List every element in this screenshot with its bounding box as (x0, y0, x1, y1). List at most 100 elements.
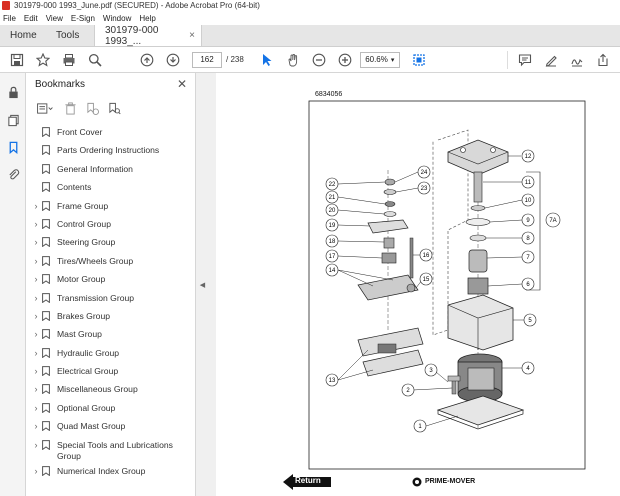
chevron-right-icon[interactable]: › (34, 292, 38, 303)
bookmark-item[interactable]: ›Numerical Index Group (26, 466, 196, 484)
find-button[interactable] (84, 49, 106, 71)
tab-tools[interactable]: Tools (56, 30, 80, 41)
bookmark-options-button[interactable] (34, 100, 56, 116)
add-bookmark-icon (86, 102, 99, 115)
chevron-right-icon[interactable]: › (34, 218, 38, 229)
chevron-right-icon[interactable]: › (34, 310, 38, 321)
save-button[interactable] (6, 49, 28, 71)
return-button[interactable] (283, 474, 331, 490)
chevron-right-icon[interactable]: › (34, 402, 38, 413)
chevron-right-icon[interactable]: › (34, 366, 38, 377)
tab-home[interactable]: Home (10, 30, 37, 41)
bookmarks-panel-button[interactable] (5, 139, 21, 155)
chevron-right-icon[interactable]: › (34, 421, 38, 432)
share-button[interactable] (592, 49, 614, 71)
page-thumbnails-button[interactable] (5, 112, 21, 128)
part-bushing-7 (468, 249, 488, 273)
part-washer-20 (383, 211, 397, 217)
panel-splitter[interactable]: ◀ (196, 73, 209, 496)
menu-help[interactable]: Help (139, 13, 156, 23)
bookmark-item[interactable]: ›Frame Group (26, 201, 196, 219)
page-up-button[interactable] (136, 49, 158, 71)
bookmark-icon (42, 182, 50, 193)
bookmark-item[interactable]: › Optional Group (26, 403, 196, 421)
page-up-icon (140, 53, 154, 66)
bookmark-label: Front Cover (57, 127, 103, 137)
callout-6: 6 (521, 277, 535, 291)
copy-pages-icon (7, 114, 19, 126)
bookmark-item[interactable]: Front Cover (26, 127, 196, 145)
zoom-in-button[interactable] (334, 49, 356, 71)
tab-document[interactable]: 301979-000 1993_... × (94, 25, 202, 47)
bookmark-item[interactable]: General Information (26, 164, 196, 182)
bookmark-item[interactable]: ›Motor Group (26, 274, 196, 292)
zoom-out-icon (312, 53, 326, 66)
hand-tool-button[interactable] (282, 49, 304, 71)
bookmarks-panel-tools (26, 95, 195, 121)
print-button[interactable] (58, 49, 80, 71)
bookmark-item[interactable]: ›Transmission Group (26, 293, 196, 311)
bookmark-item[interactable]: ›Brakes Group (26, 311, 196, 329)
menu-view[interactable]: View (45, 13, 63, 23)
chevron-right-icon[interactable]: › (34, 255, 38, 266)
find-bookmark-button[interactable] (106, 100, 122, 116)
bookmark-item[interactable]: ›Tires/Wheels Group (26, 256, 196, 274)
part-nut-3 (447, 375, 461, 382)
bookmark-icon (42, 402, 50, 414)
callout-5: 5 (523, 313, 537, 327)
zoom-out-button[interactable] (308, 49, 330, 71)
security-button[interactable] (5, 84, 21, 100)
chevron-right-icon[interactable]: › (34, 237, 38, 248)
zoom-level-select[interactable]: 60.6% ▾ (359, 51, 400, 68)
bookmark-item[interactable]: › Quad Mast Group (26, 421, 196, 439)
new-bookmark-button[interactable] (84, 100, 100, 116)
chevron-right-icon[interactable]: › (34, 465, 38, 476)
bookmark-item[interactable]: ›Special Tools and Lubrications Group (26, 440, 196, 466)
bookmark-item[interactable]: › Mast Group (26, 329, 196, 347)
chevron-right-icon[interactable]: › (34, 384, 38, 395)
bookmark-item[interactable]: ›Steering Group (26, 237, 196, 255)
bookmark-label: Mast Group (57, 329, 102, 340)
bookmark-star-button[interactable] (32, 49, 54, 71)
bookmark-label: Quad Mast Group (57, 421, 126, 432)
bookmark-item[interactable]: Contents (26, 182, 196, 200)
chevron-right-icon[interactable]: › (34, 439, 38, 450)
bookmark-item[interactable]: ›Control Group (26, 219, 196, 237)
close-icon[interactable]: ✕ (176, 77, 187, 91)
paperclip-icon (8, 168, 19, 179)
callout-7a: 7A (545, 212, 561, 228)
tab-bar: Home Tools 301979-000 1993_... × (0, 25, 620, 47)
bookmark-item[interactable]: ›Electrical Group (26, 366, 196, 384)
callout-10: 10 (521, 193, 535, 207)
delete-bookmark-button[interactable] (62, 100, 78, 116)
chevron-right-icon[interactable]: › (34, 274, 38, 285)
sign-button[interactable] (566, 49, 588, 71)
tab-close-icon[interactable]: × (189, 30, 195, 41)
attachments-button[interactable] (5, 166, 21, 182)
bookmark-icon (42, 274, 50, 285)
menu-window[interactable]: Window (102, 13, 132, 23)
page-down-button[interactable] (162, 49, 184, 71)
bookmark-label: Optional Group (57, 402, 116, 413)
chevron-right-icon[interactable]: › (34, 200, 38, 211)
part-housing-top (447, 139, 509, 176)
title-bar: 301979-000 1993_June.pdf (SECURED) - Ado… (0, 0, 620, 11)
print-icon (63, 53, 75, 66)
part-bracket-5 (447, 294, 514, 351)
bookmark-ribbon-icon (9, 141, 17, 154)
callout-15: 15 (419, 272, 433, 286)
bookmark-item[interactable]: ›Hydraulic Group (26, 348, 196, 366)
menu-file[interactable]: File (3, 13, 16, 23)
menu-edit[interactable]: Edit (23, 13, 38, 23)
comment-button[interactable] (514, 49, 536, 71)
bookmark-item[interactable]: ›Miscellaneous Group (26, 384, 196, 402)
select-tool-button[interactable] (256, 49, 278, 71)
menu-esign[interactable]: E-Sign (70, 13, 95, 23)
page-number-input[interactable]: 162 (192, 51, 222, 68)
bookmark-item[interactable]: Parts Ordering Instructions (26, 145, 196, 163)
highlight-pen-button[interactable] (540, 49, 562, 71)
chevron-right-icon[interactable]: › (34, 347, 38, 358)
fit-page-button[interactable] (408, 49, 430, 71)
callout-1: 1 (413, 419, 427, 433)
chevron-right-icon[interactable]: › (34, 329, 38, 340)
